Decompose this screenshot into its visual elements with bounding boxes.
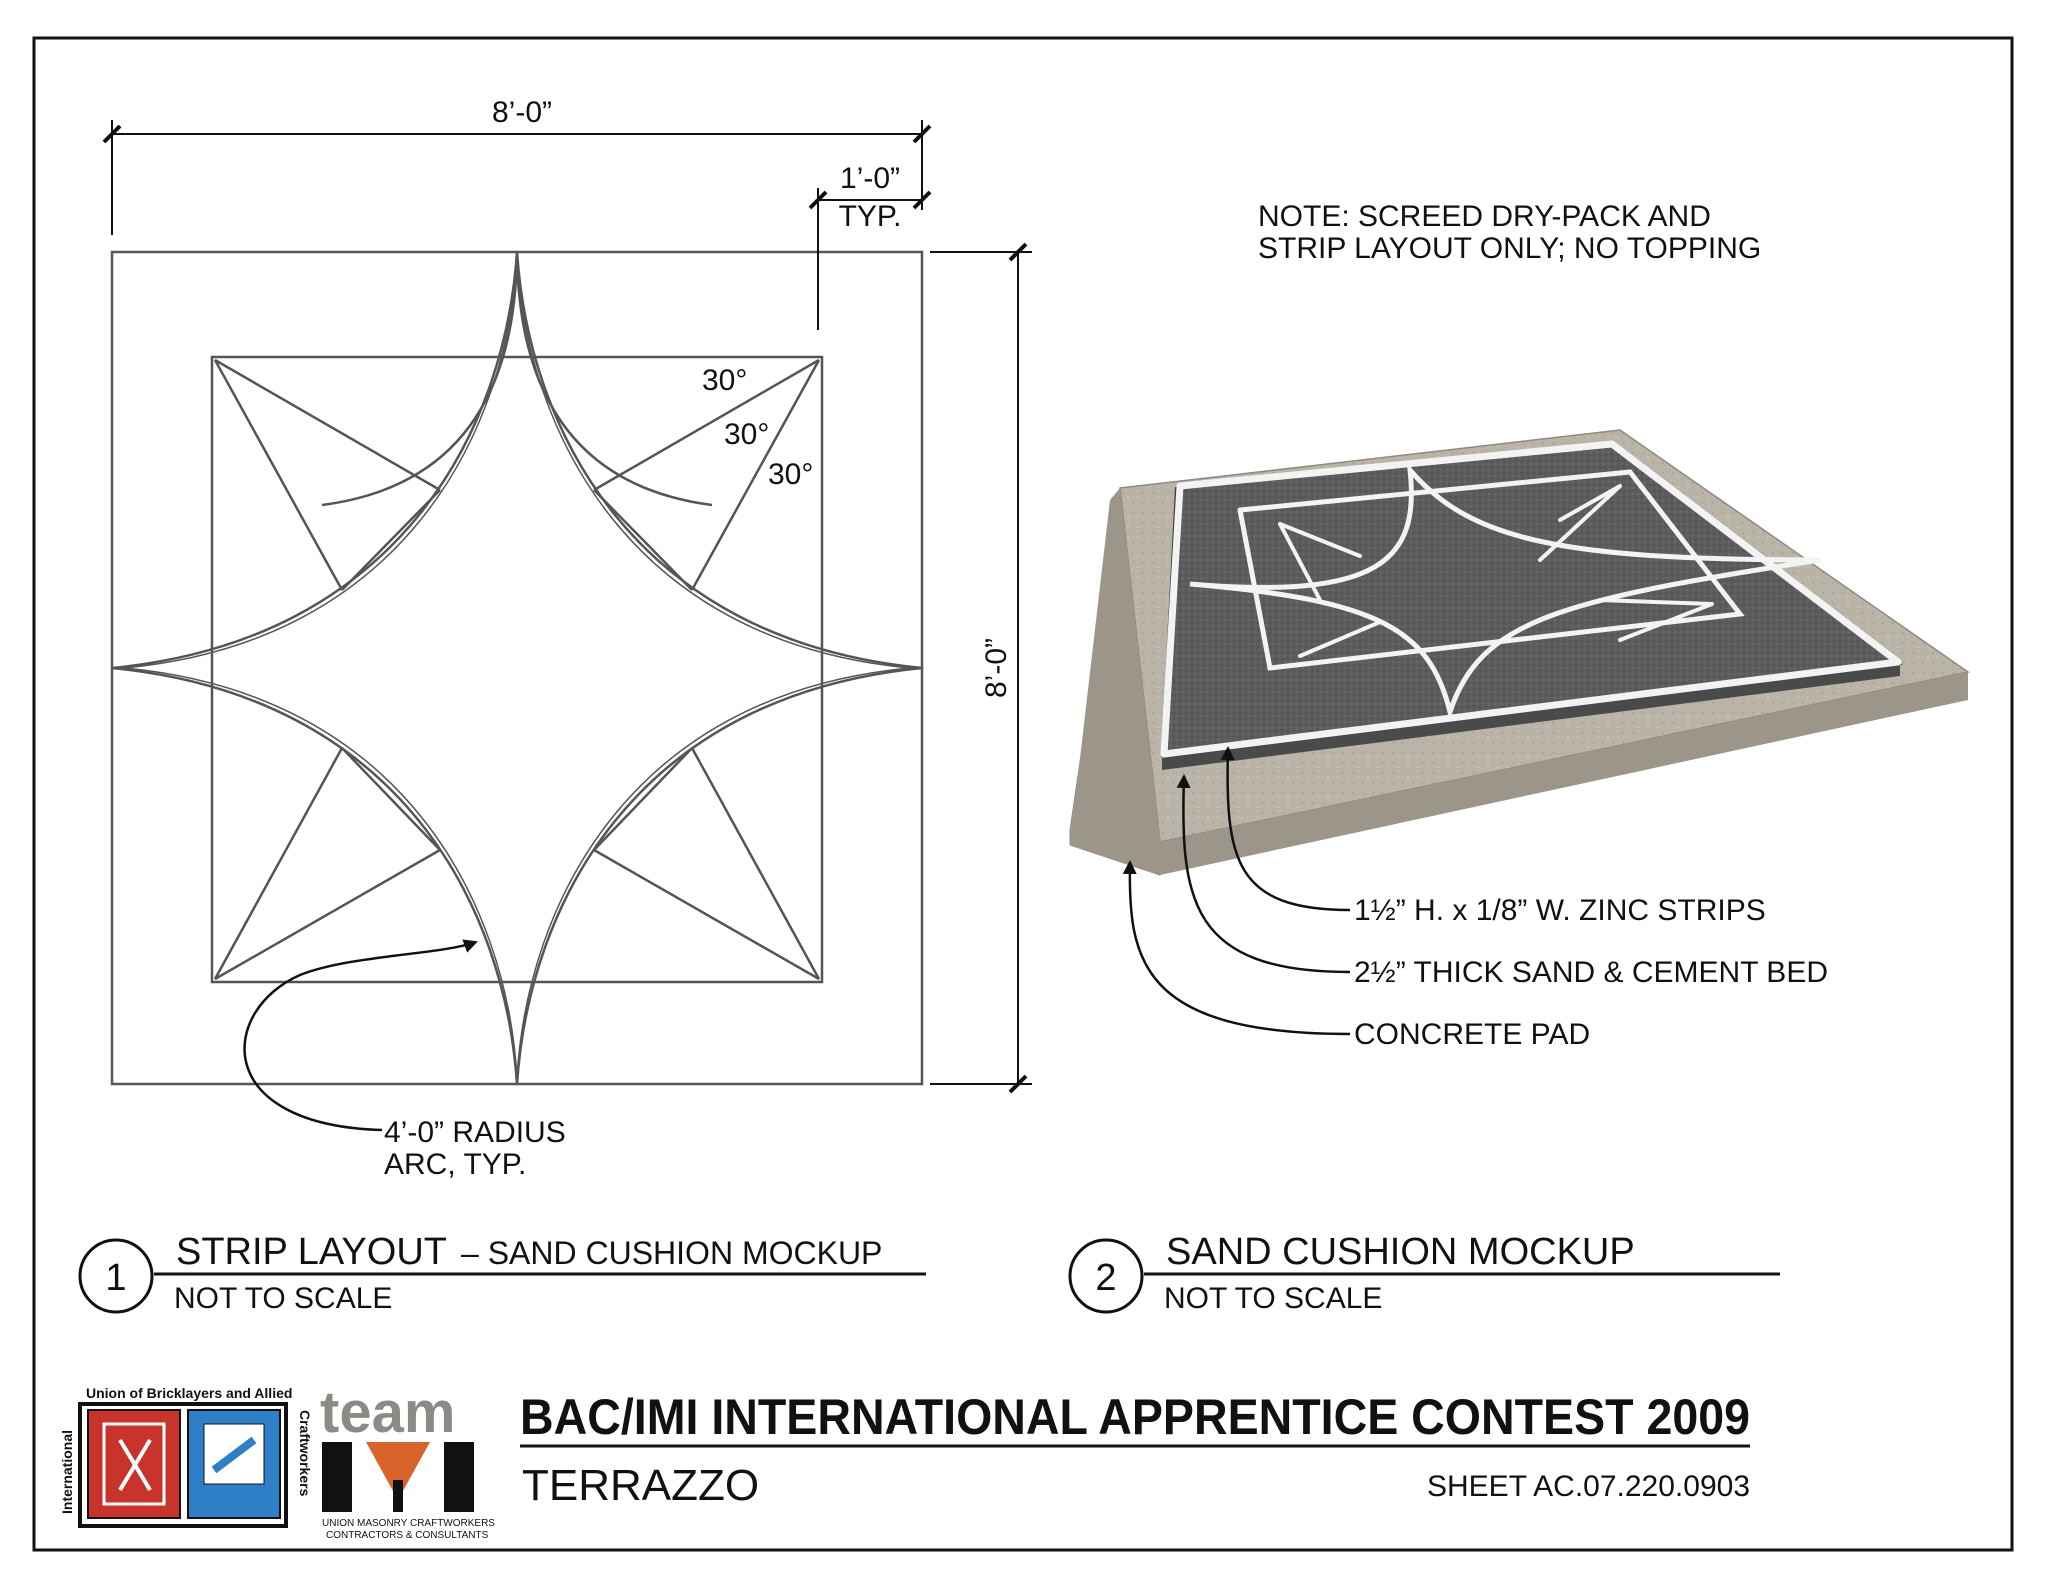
sheet-border: [32, 36, 2014, 1552]
label-sand-bed: 2½” THICK SAND & CEMENT BED: [1354, 956, 1828, 989]
leader-bed: [1176, 774, 1351, 974]
bac-logo-left: International: [59, 1430, 75, 1514]
note-line2: STRIP LAYOUT ONLY; NO TOPPING: [1258, 232, 1761, 265]
rays-bottom-left: [213, 747, 441, 981]
section-leaders: [1122, 746, 1351, 1036]
dim-height-label: 8’-0”: [980, 638, 1013, 698]
note-line1: NOTE: SCREED DRY-PACK AND: [1258, 200, 1711, 233]
arc-leader: [243, 939, 478, 1132]
dim-width-label: 8’-0”: [492, 96, 552, 129]
detail-2-title-main: SAND CUSHION MOCKUP: [1166, 1231, 1635, 1273]
detail-2-number: 2: [1095, 1257, 1116, 1299]
bac-logo: Union of Bricklayers and Allied Internat…: [59, 1385, 313, 1528]
leader-pad: [1122, 860, 1351, 1036]
arc-note-line1: 4’-0” RADIUS: [384, 1116, 566, 1149]
angle-label-3: 30°: [768, 458, 813, 491]
titleblock-title: BAC/IMI INTERNATIONAL APPRENTICE CONTEST…: [520, 1389, 1750, 1445]
bac-logo-top: Union of Bricklayers and Allied: [86, 1385, 292, 1401]
inner-square: [210, 355, 824, 984]
zinc-strips: [1160, 440, 1902, 758]
team-word: team: [320, 1380, 455, 1445]
rays-top-left: [213, 358, 441, 591]
star-arc-outline: [321, 251, 713, 507]
dimension-lines: [102, 120, 1032, 1094]
rays-top-right: [593, 358, 821, 591]
outer-square: [110, 250, 924, 1086]
arc-note-line2: ARC, TYP.: [384, 1148, 526, 1181]
strip-layout-plan: [110, 250, 924, 1086]
detail-1-title-main: STRIP LAYOUT– SAND CUSHION MOCKUP: [176, 1231, 882, 1273]
sand-bed-side: [1162, 664, 1900, 770]
detail-1-number: 1: [105, 1257, 126, 1299]
sand-cushion-mockup-3d: [1069, 429, 1970, 876]
angle-label-1: 30°: [702, 364, 747, 397]
detail-2-scale: NOT TO SCALE: [1164, 1282, 1382, 1315]
star-outline: [111, 251, 923, 1085]
star-outline-inner: [123, 257, 911, 1079]
imi-logo: team UNION MASONRY CRAFTWORKERS CONTRACT…: [320, 1380, 495, 1541]
bac-logo-right: Craftworkers: [297, 1410, 313, 1497]
titleblock-subtitle: TERRAZZO: [522, 1461, 759, 1510]
dim-border-label: 1’-0”: [840, 162, 900, 195]
leader-strips: [1220, 746, 1351, 912]
imi-caption2: CONTRACTORS & CONSULTANTS: [326, 1530, 489, 1541]
label-zinc-strips: 1½” H. x 1/8” W. ZINC STRIPS: [1354, 894, 1766, 927]
detail-1-title: 1 STRIP LAYOUT– SAND CUSHION MOCKUP NOT …: [78, 1231, 926, 1315]
imi-caption1: UNION MASONRY CRAFTWORKERS: [322, 1518, 495, 1529]
angle-label-2: 30°: [724, 418, 769, 451]
detail-1-scale: NOT TO SCALE: [174, 1282, 392, 1315]
dim-border-note: TYP.: [839, 200, 902, 233]
rays-bottom-right: [593, 747, 821, 981]
titleblock-sheet: SHEET AC.07.220.0903: [1427, 1470, 1750, 1503]
label-concrete-pad: CONCRETE PAD: [1354, 1018, 1590, 1051]
detail-2-title: 2 SAND CUSHION MOCKUP NOT TO SCALE: [1068, 1231, 1780, 1315]
